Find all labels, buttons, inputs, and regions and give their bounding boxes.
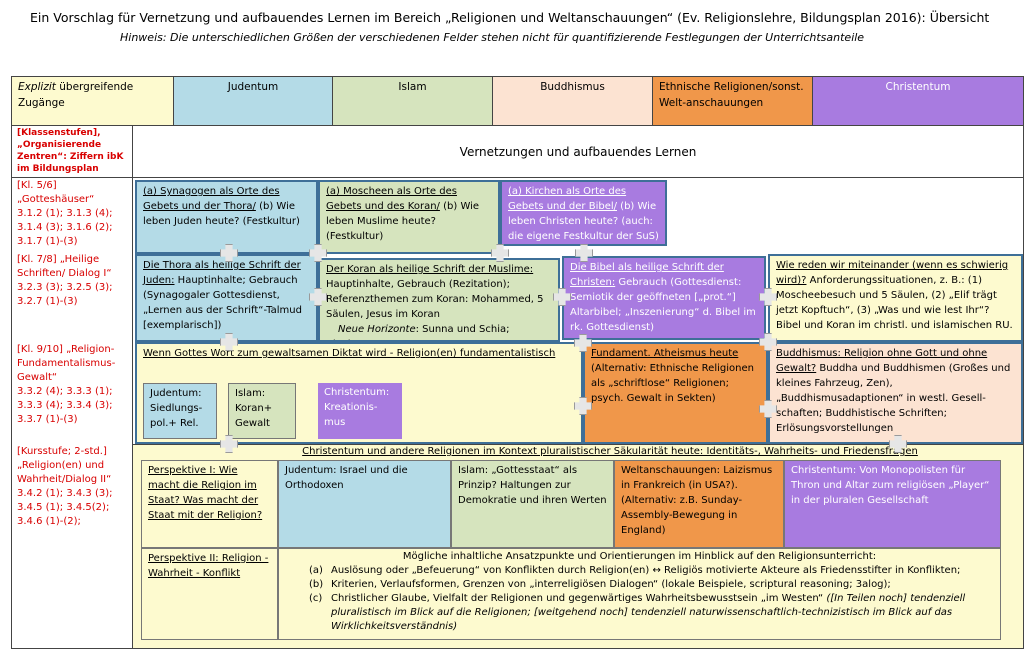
kurs-perspektive-1: Perspektive I: Wie macht die Religion im… (141, 460, 278, 548)
kurs-christentum: Christentum: Von Monopolisten für Thron … (784, 460, 1001, 548)
vernetzung-banner: Vernetzungen und aufbauendes Lernen (459, 145, 697, 159)
k78-judentum: Die Thora als heilige Schrift der Juden:… (135, 254, 318, 342)
header-buddhismus: Buddhismus (493, 77, 653, 126)
row-divider (12, 177, 133, 178)
banner-divider (133, 177, 1023, 178)
k910-atheismus: Fundament. Atheismus heute (Alternativ: … (583, 342, 768, 444)
k910-islam: Islam: Koran+ Gewalt (228, 383, 296, 439)
list-item: (c)Christlicher Glaube, Vielfalt der Rel… (309, 593, 966, 632)
header-christentum: Christentum (813, 77, 1023, 126)
k56-christentum: (a) Kirchen als Orte des Gebets und der … (500, 180, 667, 246)
list-item: (b)Kriterien, Verlaufsformen, Grenzen vo… (309, 579, 891, 590)
page-subtitle: Hinweis: Die unterschiedlichen Größen de… (120, 31, 865, 44)
kurs-banner: Christentum und andere Religionen im Kon… (302, 446, 918, 457)
kurs-ansatzpunkte-list: (a)Auslösung oder „Befeuerung“ von Konfl… (287, 564, 992, 634)
left-k910: [Kl. 9/10] „Religion-Fundamentalismus-Ge… (17, 344, 116, 425)
left-k56: [Kl. 5/6] „Gotteshäuser“ 3.1.2 (1); 3.1.… (17, 180, 113, 247)
list-item: (a)Auslösung oder „Befeuerung“ von Konfl… (309, 565, 961, 576)
k56-islam: (a) Moscheen als Orte des Gebets und des… (318, 180, 500, 254)
k910-christentum: Christentum: Kreationis-mus (318, 383, 402, 439)
k910-buddhismus: Buddhismus: Religion ohne Gott und ohne … (768, 342, 1023, 444)
k78-islam: Der Koran als heilige Schrift der Muslim… (318, 258, 560, 342)
kurs-ansatzpunkte-intro: Mögliche inhaltliche Ansatzpunkte und Or… (402, 551, 877, 562)
kurs-judentum: Judentum: Israel und die Orthodoxen (278, 460, 451, 548)
k78-christentum: Die Bibel als heilige Schrift der Christ… (562, 256, 766, 340)
k910-judentum: Judentum: Siedlungs-pol.+ Rel. (143, 383, 217, 439)
left-k78: [Kl. 7/8] „Heilige Schriften/ Dialog I“ … (17, 254, 113, 307)
kurs-islam: Islam: „Gottesstaat“ als Prinzip? Haltun… (451, 460, 614, 548)
header-zugaenge: Explizit übergreifende Zugänge (12, 77, 174, 126)
header-judentum: Judentum (174, 77, 333, 126)
k56-judentum: (a) Synagogen als Orte des Gebets und de… (135, 180, 318, 254)
left-klassenstufen: [Klassenstufen], „Organisierende Zentren… (17, 128, 124, 174)
page-title: Ein Vorschlag für Vernetzung und aufbaue… (30, 10, 990, 25)
header-islam: Islam (333, 77, 493, 126)
left-kursstufe: [Kursstufe; 2-std.] „Religion(en) und Wa… (17, 446, 113, 527)
kurs-weltanschauungen: Weltanschauungen: Laizismus in Frankreic… (614, 460, 784, 548)
kurs-ansatzpunkte: Mögliche inhaltliche Ansatzpunkte und Or… (278, 548, 1001, 640)
header-ethnische: Ethnische Religionen/sonst. Welt-anschau… (653, 77, 813, 126)
table-frame (11, 76, 1024, 649)
header-divider (12, 125, 1023, 126)
k78-dialog: Wie reden wir miteinander (wenn es schwi… (768, 254, 1023, 342)
kurs-perspektive-2: Perspektive II: Religion - Wahrheit - Ko… (141, 548, 278, 640)
left-column-divider (132, 126, 133, 648)
